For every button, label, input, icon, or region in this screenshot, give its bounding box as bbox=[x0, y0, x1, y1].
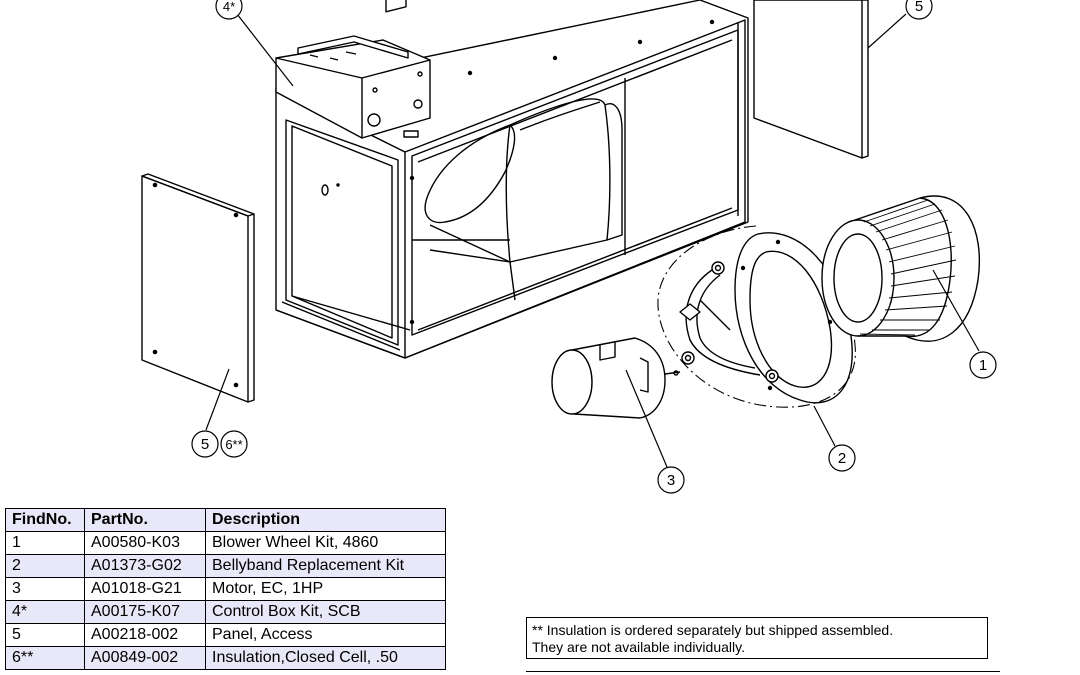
blower-wheel bbox=[821, 195, 981, 342]
cell-partno: A00849-002 bbox=[84, 646, 206, 670]
svg-text:5: 5 bbox=[915, 0, 923, 15]
callout-2: 2 bbox=[828, 444, 856, 472]
svg-text:1: 1 bbox=[979, 357, 987, 374]
cell-findno: 4* bbox=[5, 600, 85, 624]
header-partno: PartNo. bbox=[84, 508, 206, 532]
cell-description: Bellyband Replacement Kit bbox=[205, 554, 446, 578]
callout-5-top: 5 bbox=[905, 0, 933, 20]
table-row: 5 A00218-002 Panel, Access bbox=[5, 623, 446, 647]
svg-text:3: 3 bbox=[667, 472, 675, 489]
control-box bbox=[275, 0, 431, 139]
svg-text:5: 5 bbox=[201, 436, 209, 453]
cell-description: Insulation,Closed Cell, .50 bbox=[205, 646, 446, 670]
callout-6: 6** bbox=[220, 430, 248, 458]
callout-4: 4* bbox=[215, 0, 243, 20]
table-row: 4* A00175-K07 Control Box Kit, SCB bbox=[5, 600, 446, 624]
motor bbox=[551, 337, 681, 419]
parts-table: FindNo. PartNo. Description 1 A00580-K03… bbox=[5, 508, 446, 670]
note-line-1: ** Insulation is ordered separately but … bbox=[532, 622, 894, 638]
header-findno: FindNo. bbox=[5, 508, 85, 532]
cell-findno: 1 bbox=[5, 531, 85, 555]
svg-text:6**: 6** bbox=[225, 437, 242, 452]
table-row: 2 A01373-G02 Bellyband Replacement Kit bbox=[5, 554, 446, 578]
divider bbox=[526, 671, 1000, 672]
svg-text:2: 2 bbox=[838, 450, 846, 467]
cell-findno: 6** bbox=[5, 646, 85, 670]
table-header-row: FindNo. PartNo. Description bbox=[5, 508, 446, 532]
table-row: 6** A00849-002 Insulation,Closed Cell, .… bbox=[5, 646, 446, 670]
cell-description: Control Box Kit, SCB bbox=[205, 600, 446, 624]
cell-findno: 3 bbox=[5, 577, 85, 601]
cell-partno: A00218-002 bbox=[84, 623, 206, 647]
cell-findno: 2 bbox=[5, 554, 85, 578]
blower-cabinet bbox=[275, 0, 749, 359]
cell-description: Blower Wheel Kit, 4860 bbox=[205, 531, 446, 555]
callout-1: 1 bbox=[969, 351, 997, 379]
cell-description: Motor, EC, 1HP bbox=[205, 577, 446, 601]
cell-partno: A01373-G02 bbox=[84, 554, 206, 578]
access-panel-right bbox=[753, 0, 869, 159]
svg-text:4*: 4* bbox=[223, 0, 235, 14]
callout-5-bottom: 5 bbox=[191, 430, 219, 458]
access-panel-left bbox=[141, 173, 255, 403]
cell-findno: 5 bbox=[5, 623, 85, 647]
cell-partno: A00175-K07 bbox=[84, 600, 206, 624]
table-row: 1 A00580-K03 Blower Wheel Kit, 4860 bbox=[5, 531, 446, 555]
table-row: 3 A01018-G21 Motor, EC, 1HP bbox=[5, 577, 446, 601]
callout-3: 3 bbox=[657, 466, 685, 494]
blower-scroll bbox=[424, 98, 623, 301]
cell-partno: A00580-K03 bbox=[84, 531, 206, 555]
cell-partno: A01018-G21 bbox=[84, 577, 206, 601]
leader-lines bbox=[205, 13, 980, 468]
cell-description: Panel, Access bbox=[205, 623, 446, 647]
header-description: Description bbox=[205, 508, 446, 532]
insulation-note: ** Insulation is ordered separately but … bbox=[526, 617, 988, 659]
note-line-2: They are not available individually. bbox=[532, 639, 745, 655]
